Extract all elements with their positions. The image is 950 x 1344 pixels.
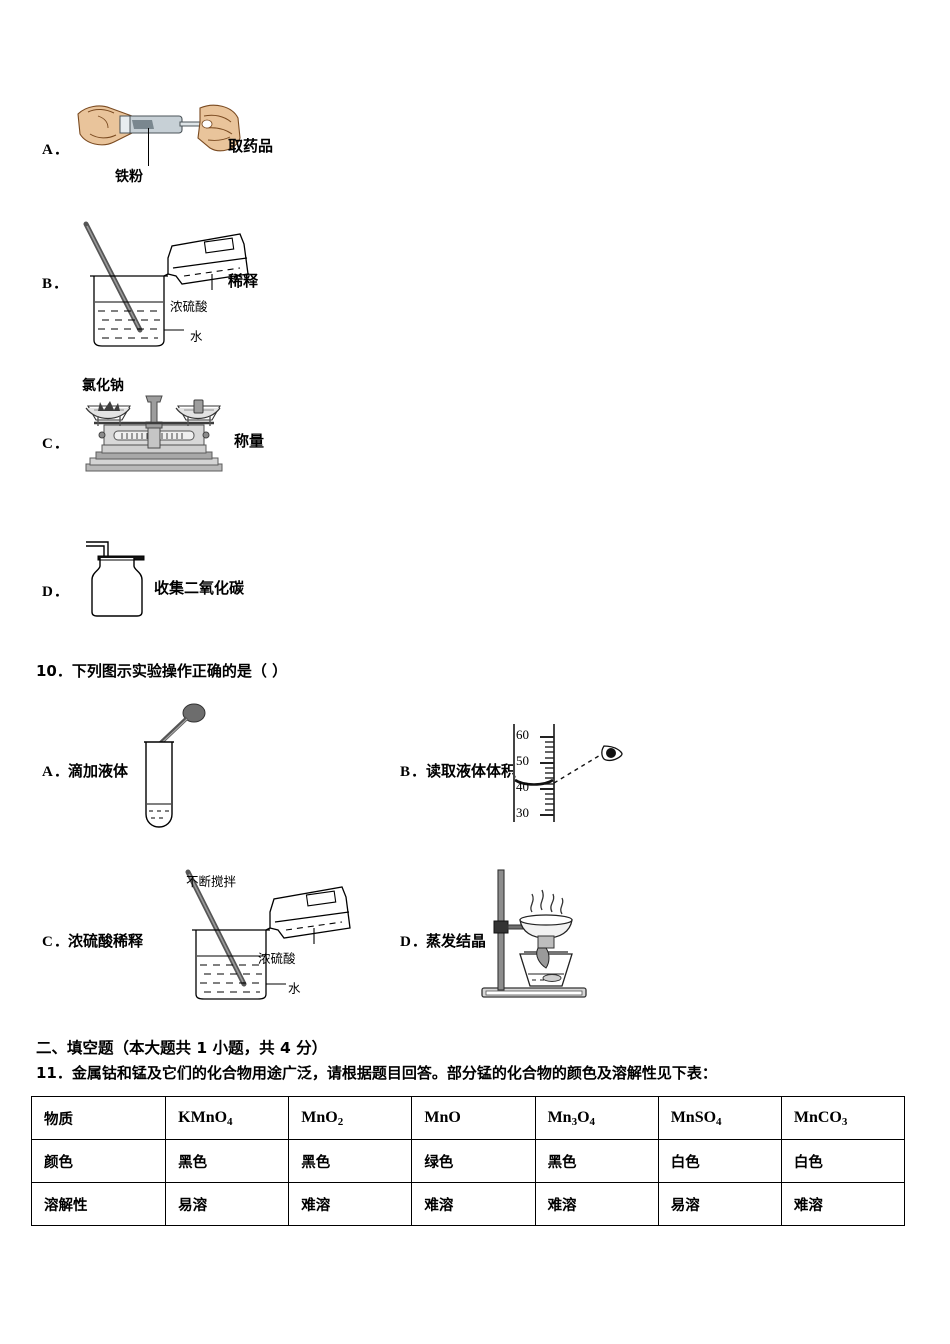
q9-option-a-label: 取药品 — [228, 137, 274, 155]
table-cell-color-4: 白色 — [657, 1139, 782, 1183]
table-cell-mno: MnO — [411, 1096, 536, 1140]
dropper-test-tube-icon — [130, 702, 220, 830]
q9-option-d-label: 收集二氧化碳 — [154, 579, 245, 597]
q9-option-c-label: 称量 — [234, 432, 265, 450]
table-header-color: 颜色 — [30, 1139, 167, 1183]
evaporation-stand-icon — [476, 868, 594, 1004]
q10-stem: 10．下列图示实验操作正确的是（ ） — [36, 662, 288, 680]
q10-option-d-letter: D． — [400, 934, 428, 950]
table-cell-solubility-0: 易溶 — [165, 1182, 290, 1226]
q9-option-c-letter: C． — [42, 436, 70, 452]
table-row-solubility: 溶解性 易溶 难溶 难溶 难溶 易溶 难溶 — [30, 1182, 906, 1226]
q9-option-a-letter: A． — [42, 142, 70, 158]
beaker-dilution-icon — [72, 218, 252, 348]
q9-option-b-label: 稀释 — [228, 272, 259, 290]
q10-option-c-water-label: 水 — [288, 981, 301, 996]
q9-option-b-water-label: 水 — [190, 329, 203, 344]
q10-option-a-letter: A． — [42, 764, 70, 780]
table-cell-color-1: 黑色 — [288, 1139, 413, 1183]
table-cell-mnco3: MnCO3 — [780, 1096, 906, 1140]
q10-option-b-letter: B． — [400, 764, 428, 780]
section-2-heading: 二、填空题（本大题共 1 小题，共 4 分） — [36, 1039, 328, 1057]
cylinder-tick-60: 60 — [516, 727, 529, 742]
q10-option-a-label: 滴加液体 — [68, 762, 129, 780]
cylinder-tick-40: 40 — [516, 779, 529, 794]
table-cell-color-3: 黑色 — [534, 1139, 659, 1183]
cylinder-tick-30: 30 — [516, 805, 529, 820]
q9-option-d-letter: D． — [42, 584, 70, 600]
table-cell-mno2: MnO2 — [288, 1096, 413, 1140]
q10-option-c-acid-label: 浓硫酸 — [258, 951, 296, 966]
cylinder-tick-50: 50 — [516, 753, 529, 768]
q9-option-b-letter: B． — [42, 276, 70, 292]
gas-collecting-bottle-icon — [74, 534, 164, 618]
table-cell-solubility-4: 易溶 — [657, 1182, 782, 1226]
q9-option-b-acid-label: 浓硫酸 — [170, 299, 208, 314]
table-cell-color-5: 白色 — [780, 1139, 906, 1183]
graduated-cylinder-eye-icon — [508, 722, 628, 826]
table-cell-kmno4: KMnO4 — [165, 1096, 290, 1140]
q10-option-b-label: 读取液体体积 — [426, 762, 517, 780]
table-cell-color-2: 绿色 — [411, 1139, 536, 1183]
q10-option-c-letter: C． — [42, 934, 70, 950]
table-header-substance: 物质 — [30, 1096, 167, 1140]
q10-option-d-label: 蒸发结晶 — [426, 932, 487, 950]
q10-option-c-stir-label: 不断搅拌 — [186, 874, 237, 889]
q10-option-c-label: 浓硫酸稀释 — [68, 932, 144, 950]
q9-option-a-leader-line — [148, 128, 150, 166]
table-cell-solubility-1: 难溶 — [288, 1182, 413, 1226]
balance-scale-icon — [74, 392, 234, 484]
table-row-substance: 物质 KMnO4 MnO2 MnO Mn3O4 MnSO4 MnCO3 — [30, 1096, 906, 1140]
q9-option-c-figure-caption: 氯化钠 — [82, 378, 124, 394]
mn-compounds-table: 物质 KMnO4 MnO2 MnO Mn3O4 MnSO4 MnCO3 颜色 黑… — [30, 1096, 906, 1226]
q11-stem: 11．金属钴和锰及它们的化合物用途广泛，请根据题目回答。部分锰的化合物的颜色及溶… — [36, 1064, 717, 1082]
table-header-solubility: 溶解性 — [30, 1182, 167, 1226]
table-cell-color-0: 黑色 — [165, 1139, 290, 1183]
table-row-color: 颜色 黑色 黑色 绿色 黑色 白色 白色 — [30, 1139, 906, 1183]
table-cell-solubility-2: 难溶 — [411, 1182, 536, 1226]
hands-test-tube-icon — [74, 98, 244, 160]
beaker-dilution-stir-icon — [172, 868, 352, 1000]
table-cell-solubility-5: 难溶 — [780, 1182, 906, 1226]
q9-option-a-figure-caption: 铁粉 — [115, 169, 143, 185]
table-cell-mn3o4: Mn3O4 — [534, 1096, 659, 1140]
table-cell-mnso4: MnSO4 — [657, 1096, 782, 1140]
table-cell-solubility-3: 难溶 — [534, 1182, 659, 1226]
